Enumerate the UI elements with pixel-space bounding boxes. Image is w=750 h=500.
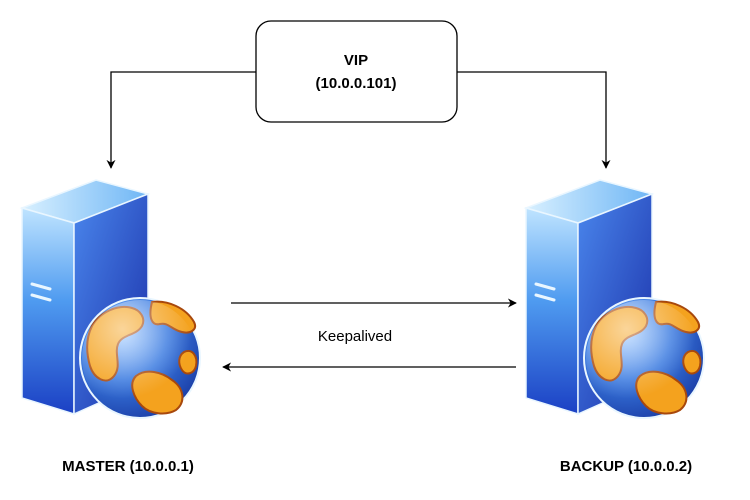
vip-to-master-connector: [106, 71, 256, 169]
master-server-icon: [20, 178, 202, 420]
backup-server-icon: [524, 178, 706, 420]
keepalived-label: Keepalived: [318, 328, 392, 345]
vip-node: VIP (10.0.0.101): [255, 20, 458, 123]
vip-box: [255, 20, 458, 123]
vip-address: (10.0.0.101): [316, 75, 397, 92]
vip-title: VIP: [344, 52, 368, 69]
master-label: MASTER (10.0.0.1): [62, 458, 194, 475]
vip-to-backup-connector: [457, 71, 611, 169]
backup-label: BACKUP (10.0.0.2): [560, 458, 692, 475]
